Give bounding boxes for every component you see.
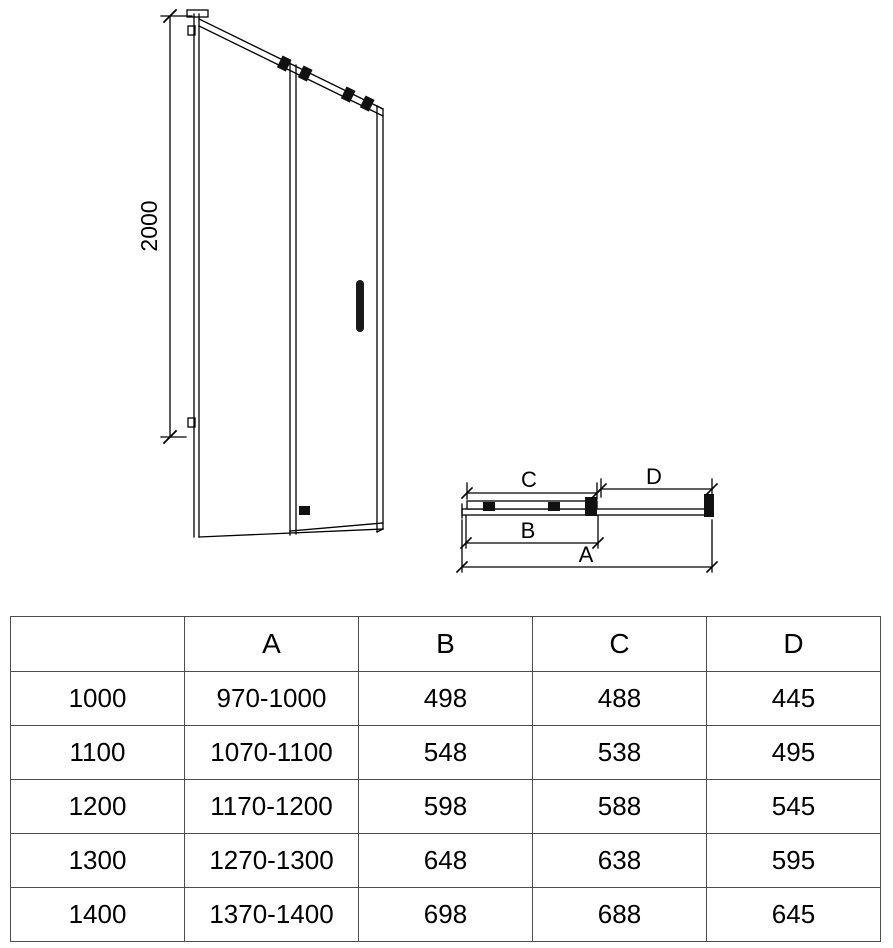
table-row: 1200 1170-1200 598 588 545 <box>10 779 881 834</box>
cell-c: 688 <box>532 887 707 942</box>
cell-c: 588 <box>532 779 707 834</box>
header-cell-b: B <box>358 616 533 672</box>
dim-label-a: A <box>579 542 594 567</box>
cell-size: 1400 <box>10 887 185 942</box>
cell-size: 1200 <box>10 779 185 834</box>
dimension-tick <box>460 486 474 500</box>
roller <box>359 95 375 112</box>
cell-a: 1170-1200 <box>184 779 359 834</box>
top-track <box>198 25 384 117</box>
cell-d: 595 <box>706 833 881 888</box>
dimension-table: A B C D 1000 970-1000 498 488 445 1100 1… <box>10 616 881 942</box>
roller-block <box>548 502 560 511</box>
door-handle <box>356 280 364 332</box>
dim-label-c: C <box>521 467 537 492</box>
door-frame <box>186 9 384 538</box>
cell-b: 548 <box>358 725 533 780</box>
table-row: 1300 1270-1300 648 638 595 <box>10 833 881 888</box>
cell-a: 970-1000 <box>184 671 359 726</box>
height-dimension <box>160 8 193 445</box>
table-row: 1100 1070-1100 548 538 495 <box>10 725 881 780</box>
cell-a: 1270-1300 <box>184 833 359 888</box>
cell-b: 648 <box>358 833 533 888</box>
header-cell-a: A <box>184 616 359 672</box>
height-dimension-label: 2000 <box>136 200 162 251</box>
top-view-drawing: C D B A <box>455 464 719 574</box>
cell-d: 445 <box>706 671 881 726</box>
table-row: 1000 970-1000 498 488 445 <box>10 671 881 726</box>
cell-b: 498 <box>358 671 533 726</box>
table-row: 1400 1370-1400 698 688 645 <box>10 887 881 942</box>
header-cell-size <box>10 616 185 672</box>
cell-size: 1100 <box>10 725 185 780</box>
technical-drawing: 2000 <box>136 8 719 574</box>
dimension-tick <box>705 482 719 496</box>
cell-c: 538 <box>532 725 707 780</box>
dim-d <box>594 478 719 498</box>
door-stile-plan <box>585 497 597 516</box>
cell-b: 698 <box>358 887 533 942</box>
dimension-tick <box>455 560 469 574</box>
dim-b <box>459 515 605 550</box>
roller <box>276 55 292 72</box>
header-cell-d: D <box>706 616 881 672</box>
wall-profile-plan <box>704 494 714 517</box>
top-track <box>198 18 384 110</box>
cell-size: 1000 <box>10 671 185 726</box>
header-cell-c: C <box>532 616 707 672</box>
cell-b: 598 <box>358 779 533 834</box>
dimension-tick <box>162 429 178 445</box>
bottom-rail <box>289 522 384 532</box>
wall-bracket-top <box>187 25 196 36</box>
cell-c: 488 <box>532 671 707 726</box>
bottom-guide <box>299 506 310 515</box>
dimension-tick <box>162 8 178 24</box>
roller-carriages <box>276 55 375 515</box>
dimension-tick <box>705 560 719 574</box>
table-header-row: A B C D <box>10 616 881 672</box>
wall-bracket-bottom <box>187 417 196 428</box>
roller <box>297 65 313 82</box>
dim-label-b: B <box>521 518 536 543</box>
roller-block <box>483 502 495 511</box>
roller <box>340 86 356 103</box>
dimension-tick <box>459 536 473 550</box>
dimension-tick <box>591 536 605 550</box>
cell-c: 638 <box>532 833 707 888</box>
cell-a: 1070-1100 <box>184 725 359 780</box>
track-end-cap <box>186 9 209 18</box>
front-view-drawing: 2000 <box>136 8 384 538</box>
cell-a: 1370-1400 <box>184 887 359 942</box>
cell-d: 545 <box>706 779 881 834</box>
cell-size: 1300 <box>10 833 185 888</box>
dimension-tick <box>594 482 608 496</box>
dim-a <box>455 519 719 574</box>
bottom-rail <box>198 528 384 538</box>
dim-label-d: D <box>646 464 662 489</box>
cell-d: 495 <box>706 725 881 780</box>
cell-d: 645 <box>706 887 881 942</box>
